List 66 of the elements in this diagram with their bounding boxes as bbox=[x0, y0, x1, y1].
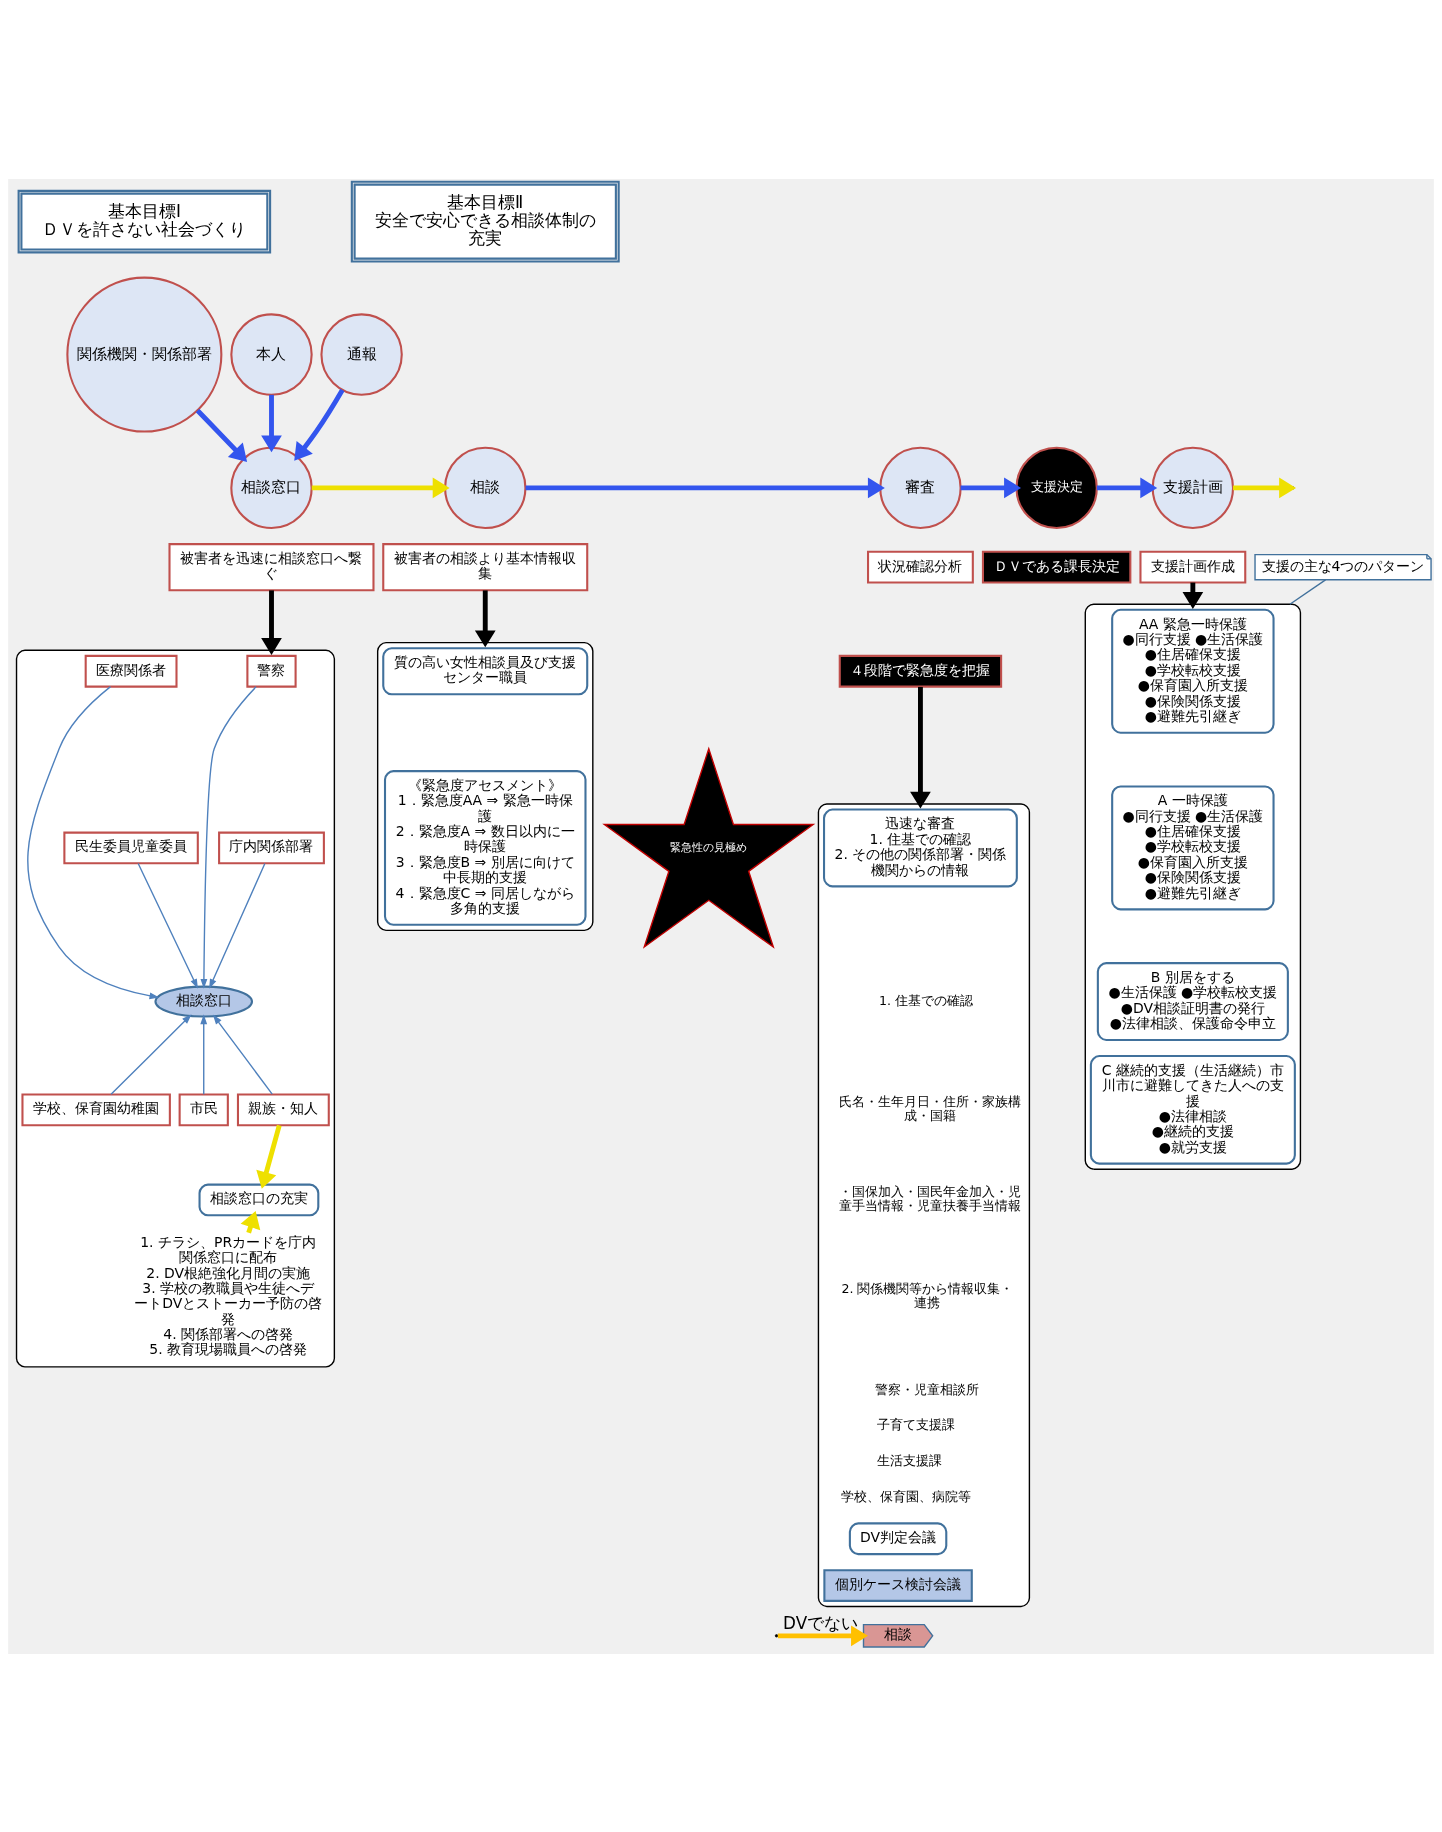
arrow bbox=[294, 388, 345, 461]
arrow bbox=[212, 1014, 273, 1095]
node-box: ＤＶである課長決定 bbox=[981, 550, 1132, 584]
node-box: 市民 bbox=[178, 1092, 229, 1126]
node-circle: 本人 bbox=[230, 312, 313, 396]
node-circle: 相談 bbox=[444, 446, 527, 529]
arrow bbox=[1096, 477, 1158, 498]
node-box: 状況確認分析 bbox=[867, 550, 974, 584]
arrow bbox=[261, 589, 282, 655]
label: 2. 関係機関等から情報収集・連携 bbox=[841, 1280, 1014, 1310]
label: 子育て支援課 bbox=[876, 1416, 955, 1432]
label: 1. 住基での確認 bbox=[879, 992, 974, 1008]
arrow bbox=[311, 477, 450, 498]
node-circle: 支援決定 bbox=[1015, 446, 1098, 529]
label: 学校、保育園、病院等 bbox=[840, 1488, 971, 1504]
arrow bbox=[525, 477, 885, 498]
arrow bbox=[474, 589, 496, 647]
node-box: 相談窓口の充実 bbox=[198, 1183, 320, 1216]
arrow bbox=[777, 1624, 868, 1646]
node-box: 被害者の相談より基本情報収集 bbox=[382, 542, 589, 591]
node-box: 学校、保育園幼稚園 bbox=[21, 1092, 171, 1126]
cluster bbox=[1084, 603, 1302, 1170]
cluster bbox=[376, 641, 594, 931]
node-box: ４段階で緊急度を把握 bbox=[838, 654, 1003, 688]
node-circle: 相談窓口 bbox=[230, 446, 313, 529]
label: 氏名・生年月日・住所・家族構成・国籍 bbox=[838, 1093, 1021, 1123]
label: 警察・児童相談所 bbox=[874, 1381, 979, 1397]
arrow bbox=[960, 477, 1021, 498]
node-circle: 関係機関・関係部署 bbox=[66, 276, 223, 433]
node-box: B 別居をする ●生活保護 ●学校転校支援 ●DV相談証明書の発行 ●法律相談、保護命令申立 bbox=[1096, 961, 1289, 1041]
node-circle: 通報 bbox=[320, 312, 403, 396]
cluster bbox=[15, 649, 336, 1368]
arrow bbox=[256, 1124, 282, 1189]
arrow bbox=[209, 862, 266, 989]
arrow bbox=[110, 1013, 192, 1095]
arrow bbox=[261, 394, 282, 452]
node-box: 《緊急度アセスメント》 1．緊急度AA ⇒ 緊急一時保護 2．緊急度A ⇒ 数日以内に一時保護 3．緊急度B ⇒ 別居に向けて中長期的支援 4．緊急度C ⇒ 同居しながら多角的支援 bbox=[383, 769, 587, 926]
arrow bbox=[910, 686, 931, 809]
node-circle: 支援計画 bbox=[1151, 446, 1235, 529]
connector bbox=[1289, 578, 1327, 605]
node-box: 個別ケース検討会議 bbox=[823, 1568, 973, 1602]
node-box: 庁内関係部署 bbox=[218, 831, 325, 864]
node-box: 質の高い女性相談員及び支援センター職員 bbox=[382, 646, 589, 695]
label: 生活支援課 bbox=[876, 1452, 942, 1468]
arrow bbox=[137, 862, 198, 989]
cluster bbox=[817, 802, 1031, 1607]
edge-label: DVでない bbox=[783, 1612, 859, 1633]
node-box: 民生委員児童委員 bbox=[63, 831, 199, 864]
arrow bbox=[200, 685, 257, 989]
node-box: DV判定会議 bbox=[848, 1521, 948, 1555]
node-box: AA 緊急一時保護 ●同行支援 ●生活保護 ●住居確保支援 ●学校転校支援 ●保育園入所支援 ●保険関係支援 ●避難先引継ぎ bbox=[1111, 608, 1275, 734]
node-box: C 継続的支援（生活継続）市川市に避難してきた人への支援 ●法律相談 ●継続的支援 ●就労支援 bbox=[1089, 1054, 1296, 1165]
arrow bbox=[200, 1013, 208, 1095]
node-box: 被害者を迅速に相談窓口へ繋ぐ bbox=[168, 542, 375, 591]
node-box: 迅速な審査 1. 住基での確認 2. その他の関係部署・関係機関からの情報 bbox=[823, 808, 1018, 887]
arrow bbox=[195, 408, 248, 462]
node-ellipse: 相談窓口 bbox=[154, 985, 254, 1018]
node-box: 医療関係者 bbox=[84, 654, 178, 688]
node-box: 支援計画作成 bbox=[1139, 550, 1247, 584]
node-text: 1. チラシ、PRカードを庁内関係窓口に配布 2. DV根絶強化月間の実施 3. 学校の教職員や生徒へデートDVとストーカー予防の啓発 4. 関係部署への啓発 5. 教育現場職員への啓発 bbox=[134, 1233, 323, 1357]
node-circle: 審査 bbox=[879, 446, 962, 529]
node-box: 警察 bbox=[246, 654, 297, 688]
arrow bbox=[27, 685, 160, 999]
node-box: A 一時保護 ●同行支援 ●生活保護 ●住居確保支援 ●学校転校支援 ●保育園入所支援 ●保険関係支援 ●避難先引継ぎ bbox=[1111, 784, 1275, 910]
label: ・国保加入・国民年金加入・児童手当情報・児童扶養手当情報 bbox=[838, 1183, 1021, 1213]
node-box: 親族・知人 bbox=[236, 1092, 330, 1126]
